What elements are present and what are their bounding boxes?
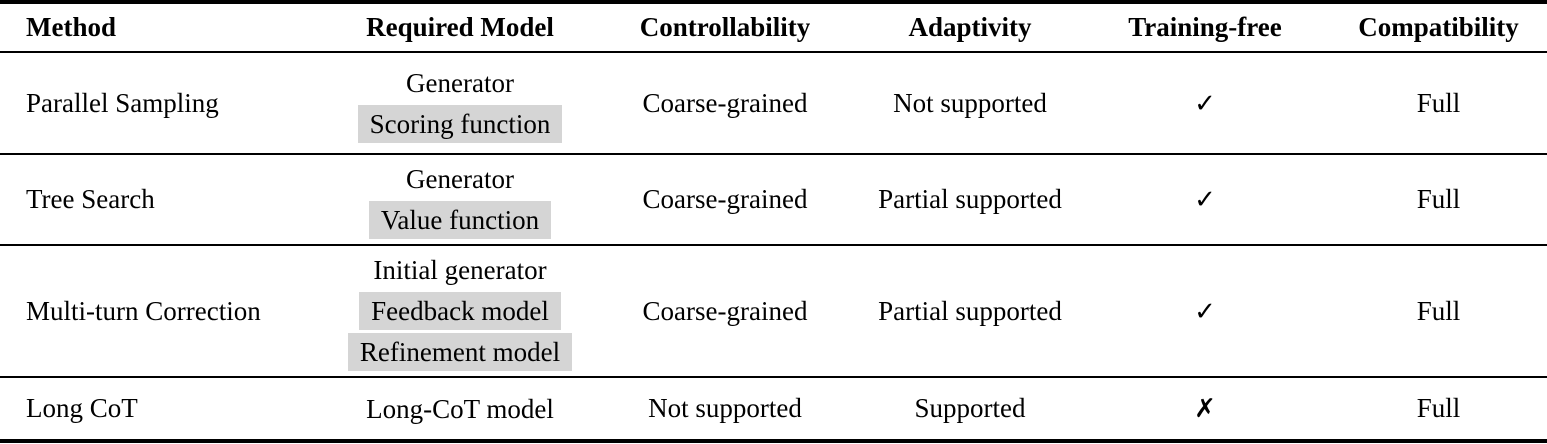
required-model-line: Generator: [406, 164, 514, 194]
cell-required-model: Long-CoT model: [330, 377, 590, 441]
required-model-line-highlighted: Refinement model: [347, 333, 573, 371]
required-model-line-highlighted: Value function: [368, 201, 552, 239]
cell-adaptivity: Partial supported: [878, 184, 1062, 214]
required-model-line: Long-CoT model: [366, 393, 554, 424]
cross-mark-icon: ✗: [1194, 394, 1216, 424]
column-header-compatibility: Compatibility: [1358, 12, 1519, 42]
cell-method: Long CoT: [26, 393, 138, 423]
cell-adaptivity: Partial supported: [878, 295, 1062, 326]
cell-controllability: Not supported: [648, 393, 802, 423]
column-header-adaptivity: Adaptivity: [908, 12, 1032, 42]
cell-compatibility: Full: [1416, 295, 1461, 326]
cell-controllability: Coarse-grained: [642, 295, 808, 326]
cell-training-free: ✓: [1080, 52, 1330, 154]
cell-adaptivity: Supported: [914, 393, 1026, 423]
cell-method: Parallel Sampling: [26, 87, 219, 118]
column-header-method: Method: [26, 12, 116, 42]
required-model-line-highlighted: Feedback model: [359, 292, 561, 330]
cell-method: Multi-turn Correction: [26, 295, 261, 326]
table-row-multi-turn-correction: Multi-turn Correction Initial generator …: [0, 245, 1547, 377]
cell-training-free: ✓: [1080, 245, 1330, 377]
required-model-line: Generator: [406, 67, 514, 98]
cell-adaptivity: Not supported: [893, 87, 1047, 118]
check-mark-icon: ✓: [1194, 185, 1216, 215]
cell-training-free: ✓: [1080, 154, 1330, 245]
required-model-stack: Generator Scoring function: [330, 64, 590, 143]
table-row-tree-search: Tree Search Generator Value function Coa…: [0, 154, 1547, 245]
required-model-stack: Initial generator Feedback model Refinem…: [330, 251, 590, 371]
check-mark-icon: ✓: [1194, 88, 1216, 119]
cell-required-model: Initial generator Feedback model Refinem…: [330, 245, 590, 377]
cell-required-model: Generator Value function: [330, 154, 590, 245]
cell-training-free: ✗: [1080, 377, 1330, 441]
cell-required-model: Generator Scoring function: [330, 52, 590, 154]
column-header-controllability: Controllability: [639, 12, 811, 42]
required-model-line: Initial generator: [373, 255, 547, 285]
cell-method: Tree Search: [26, 184, 155, 214]
header-row: Method Required Model Controllability Ad…: [0, 2, 1547, 52]
cell-controllability: Coarse-grained: [642, 87, 808, 118]
column-header-training-free: Training-free: [1128, 12, 1282, 42]
cell-controllability: Coarse-grained: [642, 184, 808, 214]
cell-compatibility: Full: [1416, 184, 1461, 214]
check-mark-icon: ✓: [1194, 296, 1216, 327]
table-row-parallel-sampling: Parallel Sampling Generator Scoring func…: [0, 52, 1547, 154]
table-row-long-cot: Long CoT Long-CoT model Not supported Su…: [0, 377, 1547, 441]
cell-compatibility: Full: [1416, 87, 1461, 118]
required-model-stack: Long-CoT model: [330, 390, 590, 428]
required-model-line-highlighted: Scoring function: [357, 104, 563, 143]
column-header-required-model: Required Model: [366, 12, 554, 42]
required-model-stack: Generator Value function: [330, 160, 590, 239]
cell-compatibility: Full: [1416, 393, 1461, 423]
